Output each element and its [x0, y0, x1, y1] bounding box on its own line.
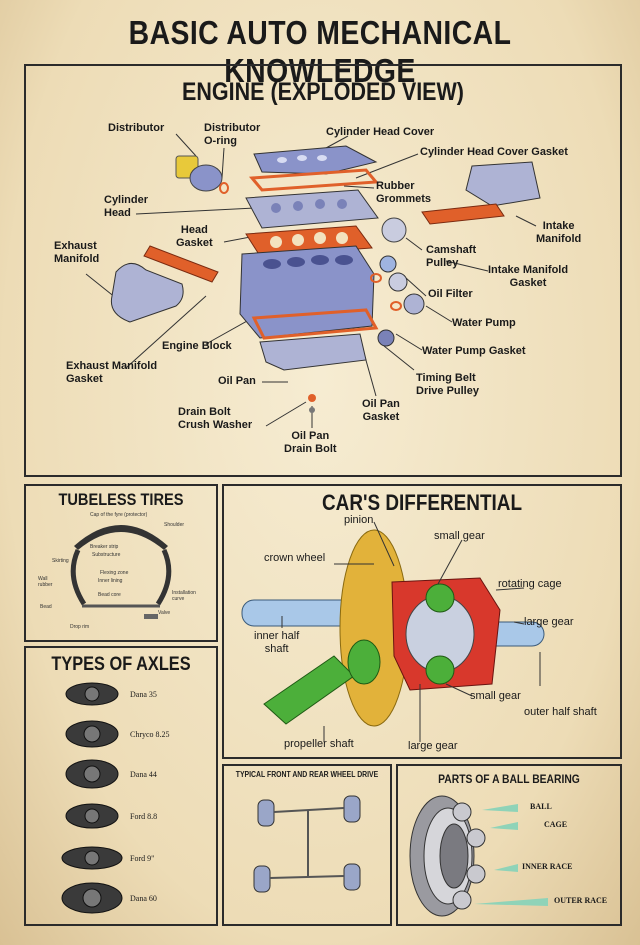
- label-cylinder-head-cover: Cylinder Head Cover: [326, 126, 435, 138]
- poster-title: BASIC AUTO MECHANICAL KNOWLEDGE: [128, 14, 512, 89]
- label-water-pump: Water Pump: [452, 317, 516, 329]
- diff-label-pinion: pinion: [344, 514, 374, 526]
- label-oil-filter: Oil Filter: [428, 288, 473, 300]
- tire-illustration: [70, 525, 172, 619]
- bearing-title: PARTS OF A BALL BEARING: [438, 772, 580, 786]
- label-oil-pan: Oil Pan: [218, 375, 256, 387]
- tire-label-skirting: Skirting: [52, 558, 69, 564]
- differential-illustration: [241, 521, 545, 742]
- drive-illustration: [253, 795, 361, 893]
- label-oil-pan-gasket: Oil Pan Gasket: [362, 398, 400, 423]
- engine-panel: ENGINE (EXPLODED VIEW): [24, 64, 622, 477]
- drive-title: TYPICAL FRONT AND REAR WHEEL DRIVE: [235, 770, 379, 779]
- label-exhaust-manifold-gasket: Exhaust Manifold Gasket: [66, 360, 158, 385]
- tire-label-valve: Valve: [158, 610, 171, 616]
- engine-illustration: [85, 133, 541, 428]
- bearing-panel: PARTS OF A BALL BEARING BALL CAGE INNER …: [396, 764, 622, 926]
- differential-title: CAR'S DIFFERENTIAL: [321, 490, 523, 515]
- tire-label-inner-lining: Inner lining: [98, 578, 123, 584]
- label-intake-manifold-gasket: Intake Manifold Gasket: [488, 264, 569, 289]
- axles-panel: TYPES OF AXLES Dana 35 Chryco 8.25 Dana …: [24, 646, 218, 926]
- tire-label-breaker: Breaker strip: [90, 544, 119, 550]
- axle-label-3: Dana 44: [130, 770, 157, 779]
- tires-panel: TUBELESS TIRES Cap of the fyre (protecto…: [24, 484, 218, 642]
- tire-label-wall: Wall rubber: [38, 576, 53, 588]
- diff-label-propeller-shaft: propeller shaft: [284, 738, 354, 750]
- axle-label-2: Chryco 8.25: [130, 730, 170, 739]
- axle-label-1: Dana 35: [130, 690, 157, 699]
- diff-label-large-gear-bottom: large gear: [408, 740, 458, 752]
- bearing-label-inner-race: INNER RACE: [522, 862, 573, 871]
- bearing-illustration: [409, 795, 548, 917]
- tire-label-flexing: Flexing zone: [100, 570, 129, 576]
- label-rubber-grommets: Rubber Grommets: [376, 180, 432, 205]
- label-drain-bolt-crush-washer: Drain Bolt Crush Washer: [178, 406, 253, 431]
- diff-label-large-gear-right: large gear: [524, 616, 574, 628]
- tire-label-bead-core: Bead core: [98, 592, 121, 598]
- diff-label-inner-half-shaft: inner half shaft: [254, 630, 300, 655]
- diff-label-small-gear-top: small gear: [434, 530, 485, 542]
- label-exhaust-manifold: Exhaust Manifold: [54, 240, 100, 265]
- bearing-label-cage: CAGE: [544, 820, 568, 829]
- label-distributor: Distributor: [108, 122, 165, 134]
- tire-label-substructure: Substructure: [92, 552, 121, 558]
- differential-panel: CAR'S DIFFERENTIAL: [222, 484, 622, 759]
- drive-panel: TYPICAL FRONT AND REAR WHEEL DRIVE: [222, 764, 392, 926]
- label-cylinder-head-cover-gasket: Cylinder Head Cover Gasket: [420, 146, 568, 158]
- label-engine-block: Engine Block: [162, 340, 232, 352]
- bearing-label-ball: BALL: [530, 802, 552, 811]
- label-intake-manifold: Intake Manifold: [536, 220, 582, 245]
- tires-title: TUBELESS TIRES: [58, 490, 184, 509]
- tire-label-drop-rim: Drop rim: [70, 624, 90, 630]
- bearing-label-outer-race: OUTER RACE: [554, 896, 608, 905]
- tire-label-shoulder: Shoulder: [164, 522, 185, 528]
- diff-label-crown-wheel: crown wheel: [264, 552, 326, 564]
- tire-label-bead: Bead: [40, 604, 52, 610]
- engine-title: ENGINE (EXPLODED VIEW): [182, 78, 464, 106]
- diff-label-outer-half-shaft: outer half shaft: [524, 706, 597, 718]
- label-timing-belt-drive-pulley: Timing Belt Drive Pulley: [416, 372, 479, 397]
- axles-title: TYPES OF AXLES: [51, 654, 191, 675]
- label-head-gasket: Head Gasket: [176, 224, 213, 249]
- label-camshaft-pulley: Camshaft Pulley: [426, 244, 477, 269]
- tire-label-cap: Cap of the fyre (protector): [90, 512, 148, 518]
- diff-label-small-gear-bottom: small gear: [470, 690, 521, 702]
- diff-label-rotating-cage: rotating cage: [498, 578, 562, 590]
- tire-label-installation: Installation curve: [172, 590, 196, 602]
- label-oil-pan-drain-bolt: Oil Pan Drain Bolt: [284, 430, 337, 455]
- label-water-pump-gasket: Water Pump Gasket: [422, 345, 526, 357]
- axle-label-4: Ford 8.8: [130, 812, 158, 821]
- label-cylinder-head: Cylinder Head: [104, 194, 149, 219]
- label-distributor-oring: Distributor O-ring: [204, 122, 261, 147]
- axle-label-5: Ford 9": [130, 854, 155, 863]
- axles-illustration: [61, 682, 123, 914]
- axle-label-6: Dana 60: [130, 894, 157, 903]
